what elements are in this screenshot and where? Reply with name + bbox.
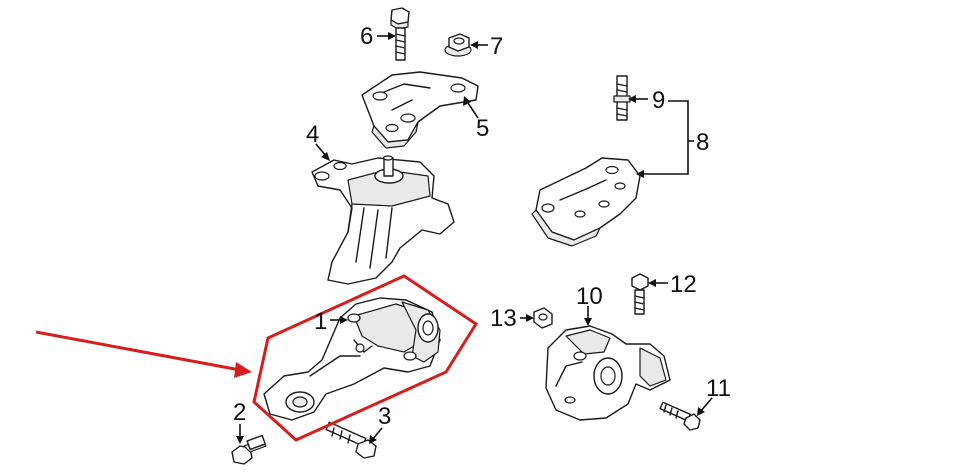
- part-12-bolt: [631, 273, 649, 315]
- part-11-bolt: [659, 401, 701, 431]
- part-2-bolt: [231, 434, 267, 465]
- part-4-mount: [311, 155, 455, 285]
- part-1-torque-rod: [263, 297, 441, 421]
- part-8-mount: [531, 157, 641, 247]
- highlight-pointer-arrow: [35, 330, 252, 378]
- callout-4: 4: [306, 121, 319, 148]
- callout-9: 9: [652, 87, 665, 114]
- callout-8: 8: [696, 129, 709, 156]
- callout-2: 2: [233, 399, 246, 426]
- part-13-nut: [533, 307, 553, 329]
- callout-10: 10: [576, 283, 603, 310]
- callout-1: 1: [314, 308, 327, 335]
- callout-11: 11: [706, 375, 731, 402]
- leader-lines: [236, 32, 713, 444]
- part-5-bracket: [361, 71, 479, 149]
- part-7-nut: [444, 33, 472, 57]
- callout-12: 12: [670, 271, 697, 298]
- part-9-stud: [613, 75, 631, 121]
- highlight-outline: [252, 274, 479, 442]
- callout-7: 7: [490, 33, 503, 60]
- callout-labels: 6 7 5 4 9 8 1 2 3 13 12 10 11: [233, 23, 731, 430]
- callout-13: 13: [490, 305, 517, 332]
- part-3-bolt: [325, 421, 377, 459]
- callout-6: 6: [360, 23, 373, 50]
- part-6-bolt: [390, 7, 410, 61]
- callout-5: 5: [476, 115, 489, 142]
- callout-3: 3: [378, 403, 391, 430]
- part-10-mount: [545, 325, 671, 421]
